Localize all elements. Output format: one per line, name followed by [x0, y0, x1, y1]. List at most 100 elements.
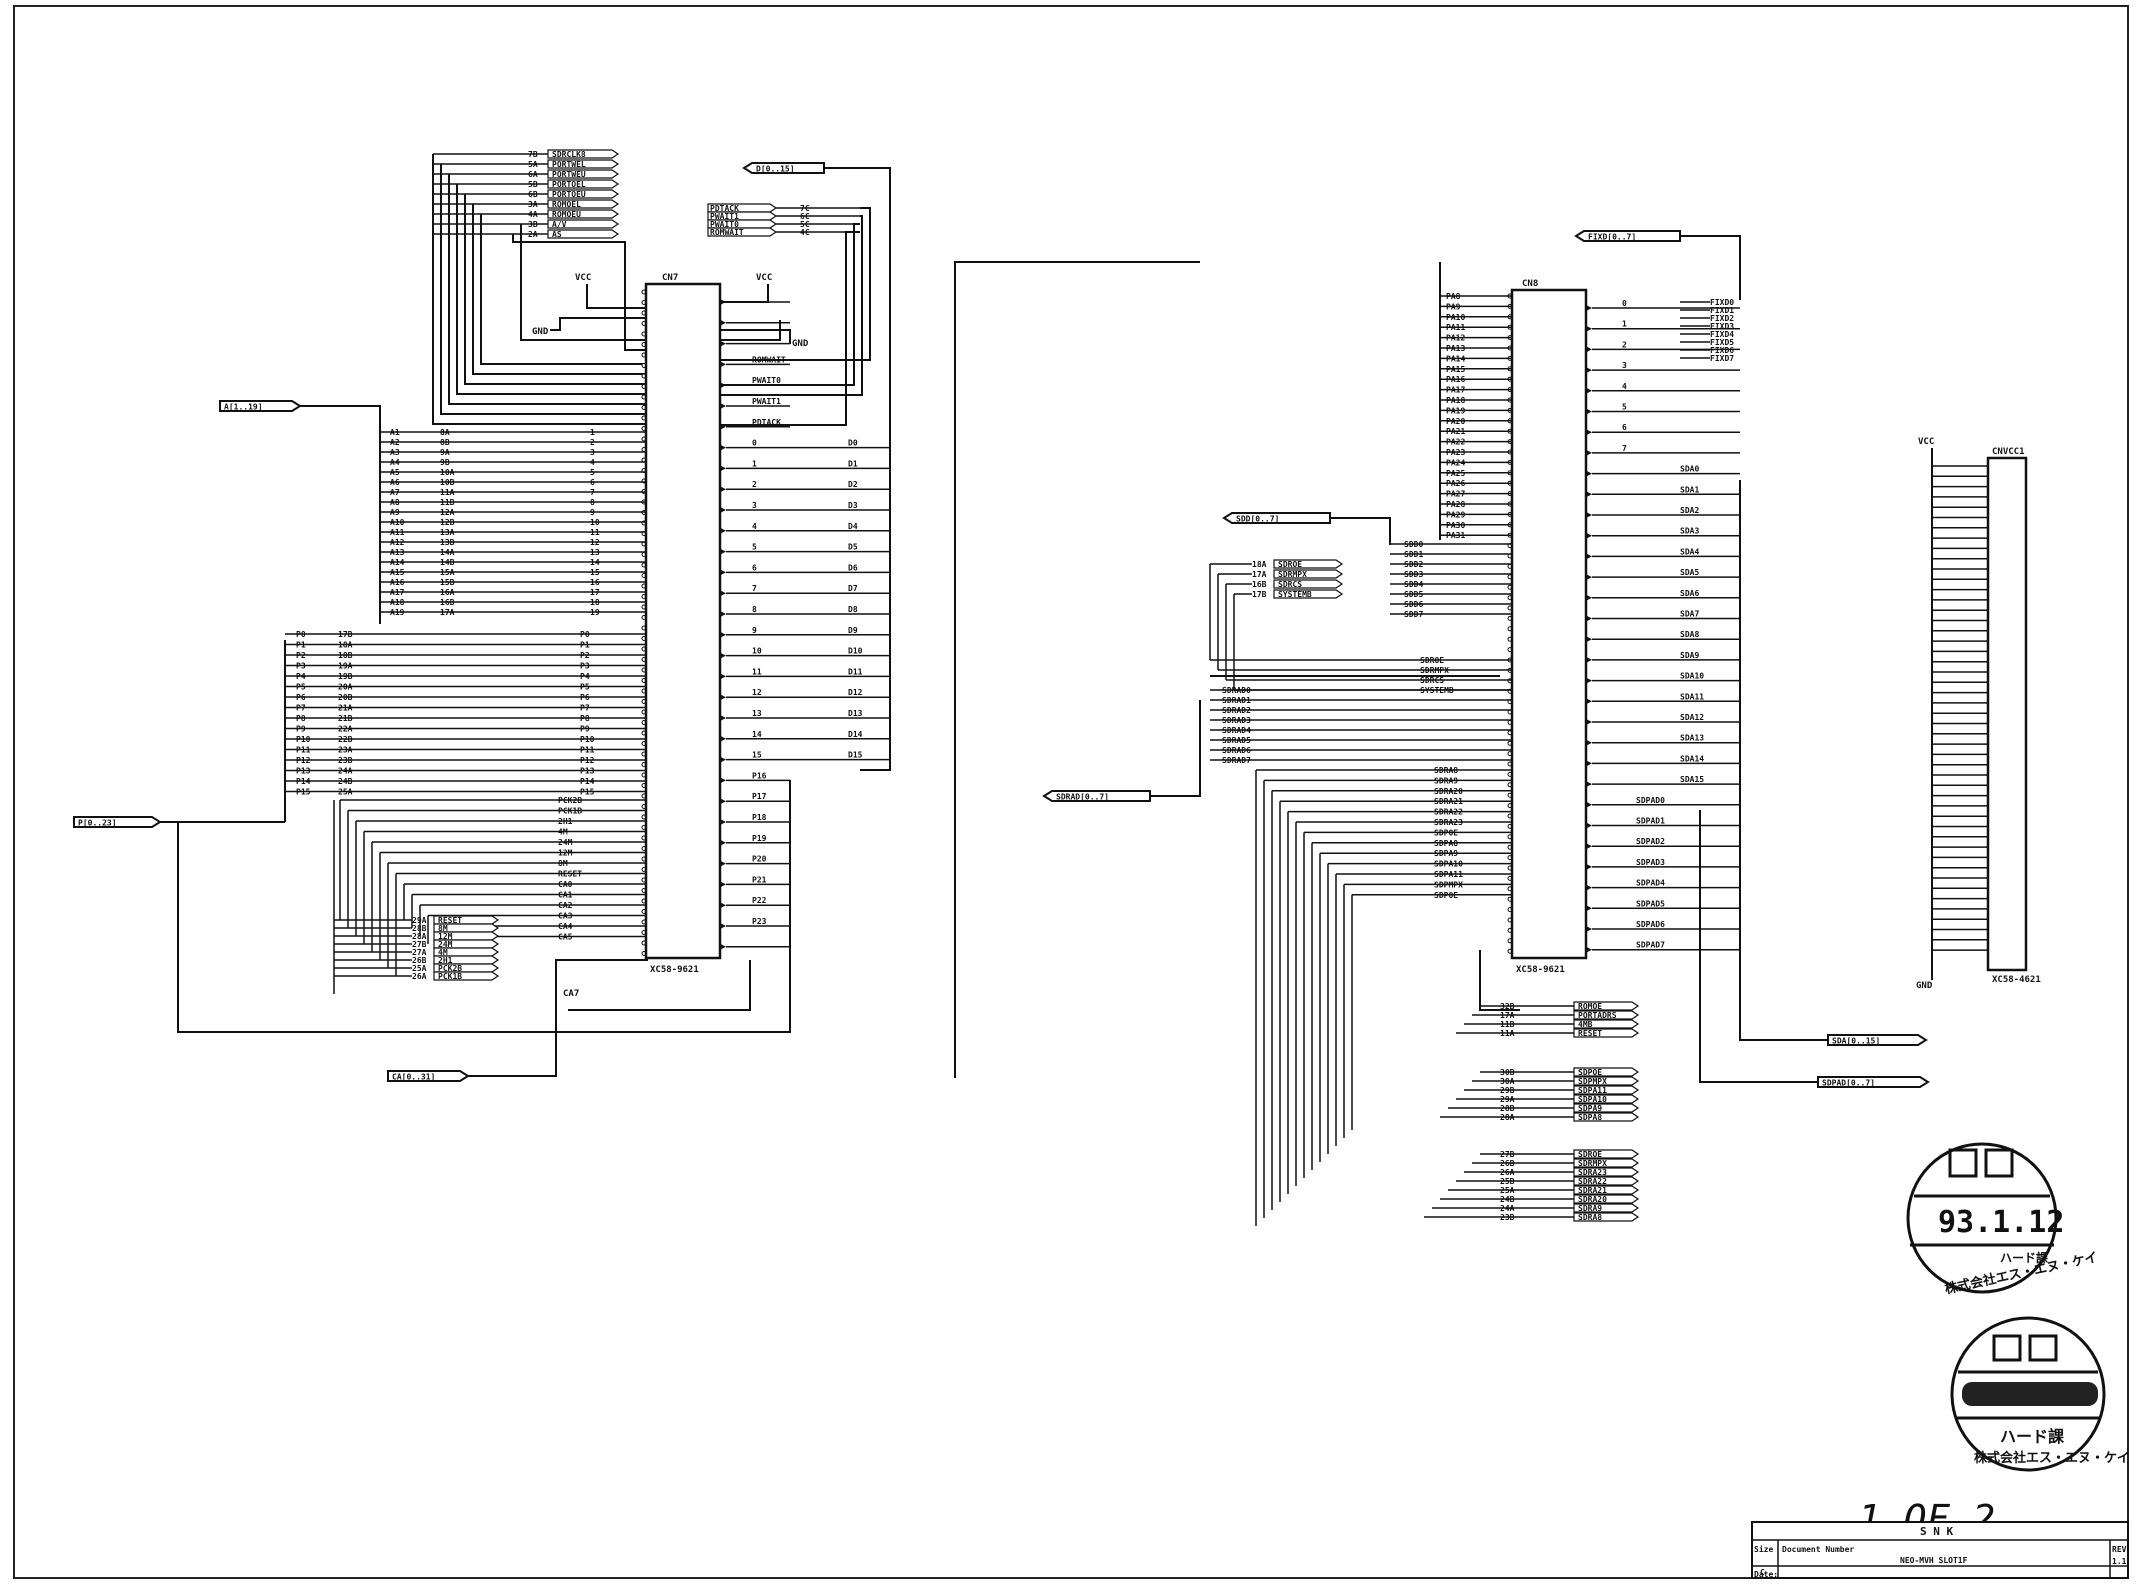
cn8-group3-label: SDRA21 — [1578, 1186, 1607, 1195]
cn7-right-flag — [707, 219, 778, 229]
cn8-sda-out: SDA9 — [1680, 651, 1699, 660]
port-a — [219, 400, 302, 412]
cn7-lower-pin: 26A — [412, 972, 427, 981]
cn7-lower-label: PCK2B — [438, 964, 462, 973]
cn7-name: CN7 — [662, 273, 678, 283]
sheet-border — [13, 5, 2129, 1579]
cn7-pin-c-arrow — [720, 631, 726, 638]
title-rev: 1.1 — [2112, 1557, 2127, 1566]
cn7-pin-c-arrow — [720, 756, 726, 763]
title-date-label: Date: — [1754, 1570, 1778, 1579]
cn8-group3-label: SDRA20 — [1578, 1195, 1607, 1204]
cn7-c-net: 15 — [752, 751, 762, 760]
cn8-sda-out: SDA7 — [1680, 610, 1699, 619]
cn8-connector: CN8 XC58-9621 — [1510, 279, 1588, 975]
cn8-group1-flag — [1573, 1019, 1640, 1029]
cn7-pin-c-arrow — [720, 340, 726, 347]
cn8-pin-c-arrow — [1586, 367, 1592, 374]
approval-stamp-bottom: ハード課 株式会社エス・エヌ・ケイ — [1950, 1316, 2130, 1472]
cn8-pin-c-arrow — [1586, 429, 1592, 436]
cn7-lower-label: 2H1 — [438, 956, 453, 965]
cn7-pin-c-arrow — [720, 902, 726, 909]
cn8-sda-out: SDA10 — [1680, 672, 1704, 681]
cn8-pin-c-arrow — [1586, 574, 1592, 581]
cn8-pin-c-arrow — [1586, 305, 1592, 311]
cn8-pin-c-arrow — [1586, 822, 1592, 829]
port-ca — [387, 1070, 470, 1082]
cn7-top-flag — [547, 229, 620, 239]
cn7-c-net: P18 — [752, 813, 767, 822]
cn7-lower-flag — [433, 963, 500, 973]
cn7-c-net: PWAIT1 — [752, 397, 781, 406]
cn7-right-flag — [707, 203, 778, 213]
cnvcc1-connector: CNVCC1 XC58-4621 VCC GND — [1916, 437, 2041, 991]
cn7-c-net: P16 — [752, 771, 767, 780]
cn7-c-net: PWAIT0 — [752, 376, 781, 385]
cn8-group3-flag — [1573, 1158, 1640, 1168]
title-size: C — [1760, 1568, 1765, 1577]
cn7-top-flag — [547, 209, 620, 219]
cn8-pin-c-arrow — [1586, 698, 1592, 705]
cn8-sys-label: SDRCS — [1278, 580, 1302, 589]
cn8-pin-c-arrow — [1586, 905, 1592, 912]
cn8-group3-flag — [1573, 1167, 1640, 1177]
cn8-sdpad-out: SDPAD0 — [1636, 796, 1665, 805]
cn7-top-label: PORTOEU — [552, 190, 586, 199]
cross-sheet-wire — [954, 261, 1200, 1078]
cn7-lower-label: RESET — [438, 916, 462, 925]
cn8-fix-num: 6 — [1622, 423, 1627, 432]
cn7-gnd-right: GND — [792, 339, 809, 349]
cn8-fix-num: 2 — [1622, 340, 1627, 349]
cn8-sda-out: SDA0 — [1680, 465, 1699, 474]
cn7-pin-c-arrow — [720, 382, 726, 389]
cn8-fix-out: FIXD4 — [1710, 330, 1734, 339]
cn7-right-flag — [707, 227, 778, 237]
port-sdd — [1222, 512, 1331, 524]
cn8-sda-out: SDA11 — [1680, 692, 1704, 701]
cn8-group2-label: SDPA10 — [1578, 1095, 1607, 1104]
cn8-fix-num: 4 — [1622, 382, 1627, 391]
cn8-pin-c-arrow — [1586, 781, 1592, 788]
cn7-c-net: 7 — [752, 584, 757, 593]
cn7-c-net: P22 — [752, 896, 767, 905]
cn7-lower-flag — [433, 915, 500, 925]
cn7-lower-flag — [433, 923, 500, 933]
cn8-pin-c-arrow — [1586, 387, 1592, 394]
cn8-pin-c-arrow — [1586, 512, 1592, 518]
cn7-c-net: 13 — [752, 709, 762, 718]
cn7-right-label: PWAIT1 — [710, 212, 739, 221]
cn8-body — [1510, 288, 1588, 960]
cn8-name: CN8 — [1522, 279, 1538, 289]
cn8-sdpad-out: SDPAD3 — [1636, 858, 1665, 867]
cn7-lower-pin: 27A — [412, 948, 427, 957]
cn8-sys-right: SDRMPX — [1420, 666, 1449, 675]
port-fixd-text: FIXD[0..7] — [1588, 233, 1636, 242]
cn7-pin-c-arrow — [720, 735, 726, 742]
cn7-c-net: P21 — [752, 875, 767, 884]
cn7-connector: CN7 XC58-9621 — [644, 273, 722, 975]
cn7-lower-label: 12M — [438, 932, 453, 941]
cn7-c-net: P17 — [752, 792, 767, 801]
cn8-group2-label: SDPMPX — [1578, 1077, 1607, 1086]
cn8-fix-out: FIXD7 — [1710, 354, 1734, 363]
cn7-d-label: D11 — [848, 667, 863, 676]
stamp-redaction — [1962, 1382, 2098, 1406]
cn8-group3-label: SDRA8 — [1578, 1213, 1602, 1222]
cn8-pin-c-arrow — [1586, 449, 1592, 456]
cn7-top-label: SDRCLK8 — [552, 150, 586, 159]
cn8-group2-label: SDPA11 — [1578, 1086, 1607, 1095]
cn7-pin-c-arrow — [720, 715, 726, 721]
cn7-pin-c-arrow — [720, 319, 726, 326]
cn8-group3-flag — [1573, 1212, 1640, 1222]
port-sda-text: SDA[0..15] — [1832, 1037, 1880, 1046]
cn7-top-label: PORTWEL — [552, 160, 586, 169]
cn8-sda-out: SDA4 — [1680, 547, 1699, 556]
cn7-c-net: 6 — [752, 563, 757, 572]
cn7-d-label: D13 — [848, 709, 863, 718]
cn8-sda-out: SDA5 — [1680, 568, 1699, 577]
cn7-d-label: D5 — [848, 543, 858, 552]
cn7-c-net: 5 — [752, 543, 757, 552]
cnvcc1-gnd: GND — [1916, 981, 1933, 991]
cn7-pin-c-arrow — [720, 403, 726, 409]
cn8-group3-flag — [1573, 1203, 1640, 1213]
